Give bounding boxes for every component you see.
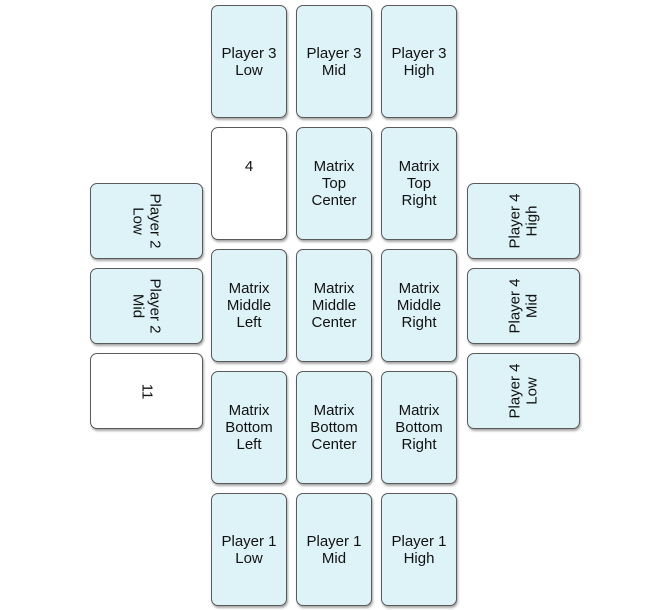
card-4[interactable]: 4 <box>211 127 287 240</box>
card-label: Player 3 High <box>391 44 447 79</box>
card-label: Player 3 Low <box>221 44 277 79</box>
card-player2-mid[interactable]: Player 2 Mid <box>90 268 203 344</box>
card-label: Player 4 Mid <box>506 278 541 334</box>
card-player4-high[interactable]: Player 4 High <box>467 183 580 259</box>
card-label: Player 1 Mid <box>306 532 362 567</box>
card-player2-low[interactable]: Player 2 Low <box>90 183 203 259</box>
card-label: Matrix Middle Right <box>396 280 442 331</box>
card-label: Player 2 Low <box>129 193 164 249</box>
card-label: Player 4 Low <box>506 363 541 419</box>
card-label: Player 2 Mid <box>129 278 164 334</box>
card-matrix-bottom-left[interactable]: Matrix Bottom Left <box>211 371 287 484</box>
card-matrix-middle-center[interactable]: Matrix Middle Center <box>296 249 372 362</box>
card-label: Player 1 Low <box>221 532 277 567</box>
card-player3-high[interactable]: Player 3 High <box>381 5 457 118</box>
card-matrix-middle-left[interactable]: Matrix Middle Left <box>211 249 287 362</box>
card-player4-mid[interactable]: Player 4 Mid <box>467 268 580 344</box>
card-player1-high[interactable]: Player 1 High <box>381 493 457 606</box>
card-matrix-top-center[interactable]: Matrix Top Center <box>296 127 372 240</box>
card-label: Player 3 Mid <box>306 44 362 79</box>
card-11[interactable]: 11 <box>90 353 203 429</box>
card-player3-mid[interactable]: Player 3 Mid <box>296 5 372 118</box>
card-matrix-middle-right[interactable]: Matrix Middle Right <box>381 249 457 362</box>
card-label: Matrix Top Center <box>311 158 357 209</box>
card-label: Matrix Bottom Right <box>395 402 443 453</box>
card-label: Matrix Middle Left <box>226 280 272 331</box>
card-label: 4 <box>244 158 254 175</box>
card-matrix-top-right[interactable]: Matrix Top Right <box>381 127 457 240</box>
card-player4-low[interactable]: Player 4 Low <box>467 353 580 429</box>
card-label: Matrix Middle Center <box>311 280 357 331</box>
card-label: Matrix Top Right <box>398 158 440 209</box>
card-player3-low[interactable]: Player 3 Low <box>211 5 287 118</box>
card-matrix-bottom-right[interactable]: Matrix Bottom Right <box>381 371 457 484</box>
card-label: 11 <box>137 383 155 399</box>
card-label: Matrix Bottom Center <box>310 402 358 453</box>
card-label: Player 1 High <box>391 532 447 567</box>
card-player1-low[interactable]: Player 1 Low <box>211 493 287 606</box>
card-label: Player 4 High <box>506 193 541 249</box>
card-matrix-bottom-center[interactable]: Matrix Bottom Center <box>296 371 372 484</box>
card-label: Matrix Bottom Left <box>225 402 273 453</box>
card-player1-mid[interactable]: Player 1 Mid <box>296 493 372 606</box>
